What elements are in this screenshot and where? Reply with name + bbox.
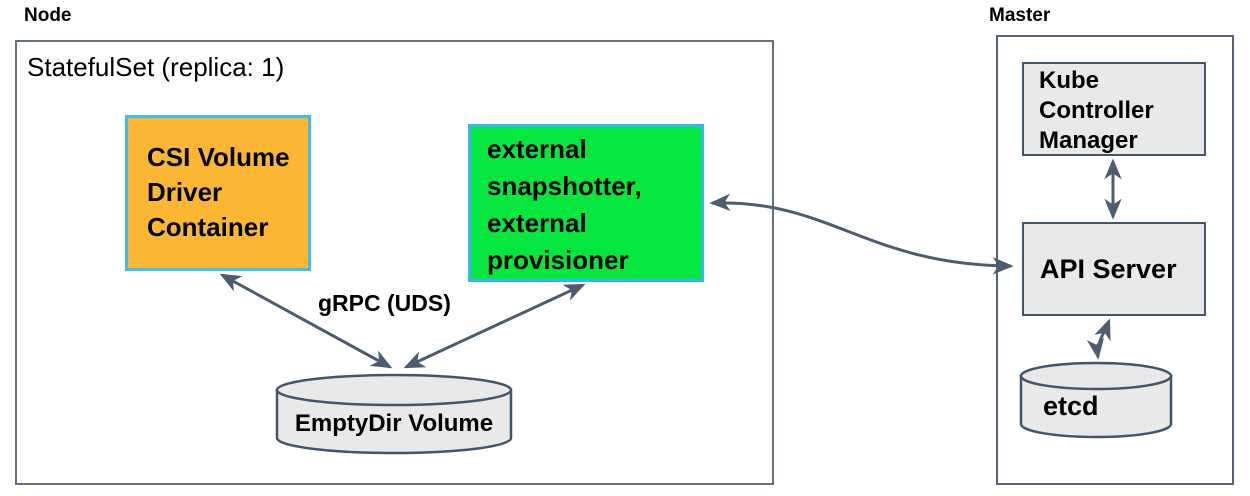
emptydir-volume-label: EmptyDir Volume [294,410,494,437]
statefulset-label: StatefulSet (replica: 1) [27,52,285,82]
kube-controller-manager-label: Kube Controller Manager [1039,67,1154,154]
csi-volume-driver-container-box: CSI Volume Driver Container [125,115,311,271]
external-sidecars-box: external snapshotter, external provision… [468,124,704,282]
api-server-box: API Server [1022,222,1206,316]
grpc-uds-label: gRPC (UDS) [318,290,451,316]
external-sidecars-label: external snapshotter, external provision… [487,134,642,275]
api-server-label: API Server [1040,253,1177,284]
etcd-label: etcd [1043,391,1099,421]
csi-volume-driver-container-label: CSI Volume Driver Container [147,142,290,242]
kube-controller-manager-box: Kube Controller Manager [1022,62,1206,156]
node-title: Node [24,5,72,26]
master-title: Master [989,5,1051,26]
